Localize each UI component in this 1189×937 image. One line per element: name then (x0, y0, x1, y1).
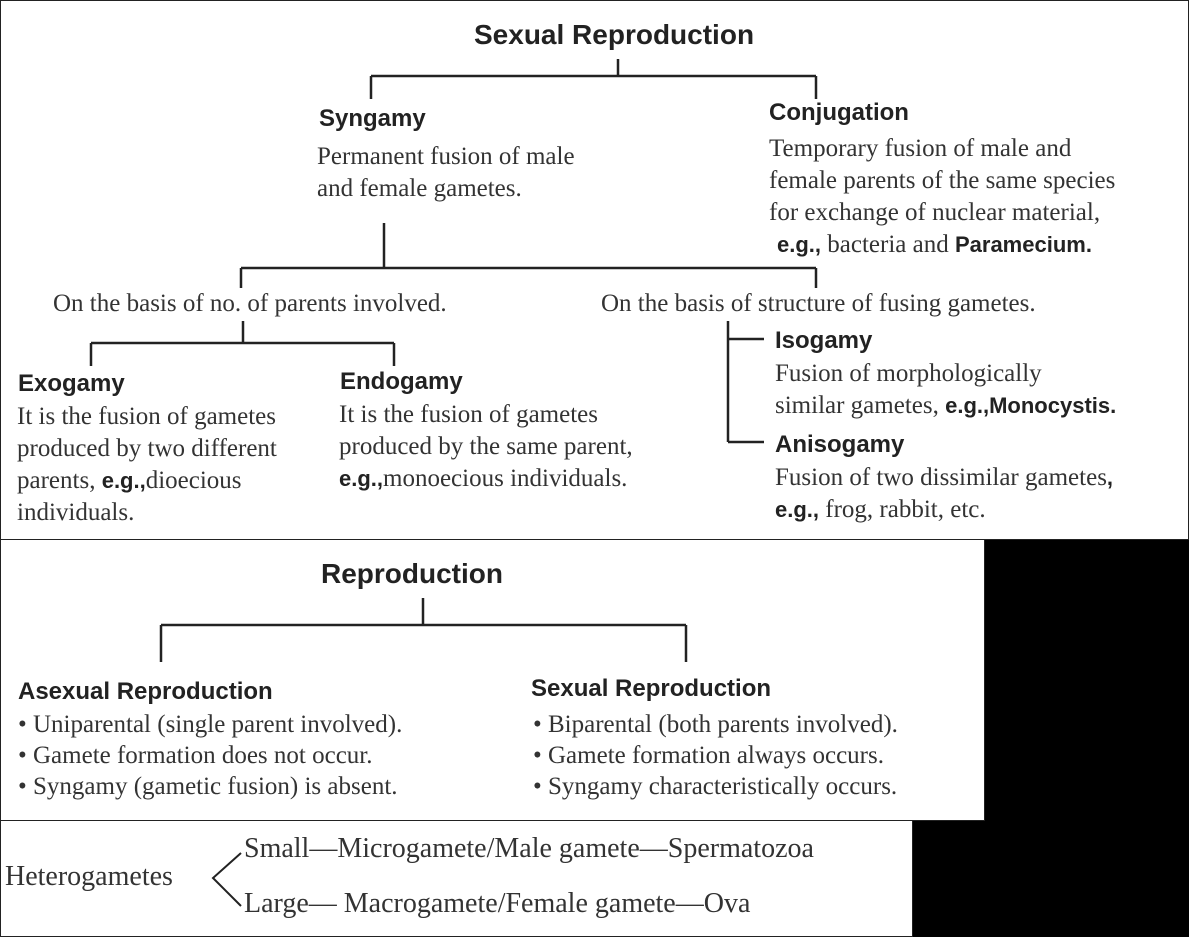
reproduction-panel: Reproduction Asexual Reproduction • Unip… (0, 539, 985, 821)
sexual-reproduction-heading: Sexual Reproduction (531, 675, 772, 702)
exogamy-desc-line3: parents, e.g.,dioecious (17, 465, 242, 497)
isogamy-desc-line1: Fusion of morphologically (775, 360, 1042, 387)
asexual-point-3: • Syngamy (gametic fusion) is absent. (18, 773, 398, 800)
exogamy-desc-line1: It is the fusion of gametes (17, 403, 276, 430)
eg-label: e.g., (101, 468, 146, 493)
endogamy-desc-line2: produced by the same parent, (339, 433, 633, 460)
eg-label: e.g., (775, 497, 820, 522)
heterogametes-large: Large— Macrogamete/Female gamete—Ova (244, 888, 751, 919)
anisogamy-comma: , (1106, 465, 1114, 490)
conjugation-desc-line2: female parents of the same species (769, 167, 1116, 194)
conjugation-example: e.g., bacteria and Paramecium. (777, 229, 1092, 261)
endogamy-desc-line3: e.g.,monoecious individuals. (339, 463, 627, 495)
heterogametes-panel: Heterogametes Small—Microgamete/Male gam… (0, 820, 913, 937)
conjugation-heading: Conjugation (769, 99, 909, 126)
anisogamy-desc-line1: Fusion of two dissimilar gametes, (775, 462, 1113, 494)
eg-label: e.g., (777, 232, 822, 257)
asexual-reproduction-heading: Asexual Reproduction (18, 678, 273, 705)
exogamy-heading: Exogamy (18, 370, 125, 397)
syngamy-desc-line1: Permanent fusion of male (317, 143, 575, 170)
basis-structure-label: On the basis of structure of fusing game… (601, 290, 1036, 317)
anisogamy-line1-text: Fusion of two dissimilar gametes (775, 464, 1107, 491)
endogamy-desc-line1: It is the fusion of gametes (339, 401, 598, 428)
heterogametes-label: Heterogametes (5, 861, 173, 892)
monocystis-example: e.g.,Monocystis. (945, 393, 1117, 418)
syngamy-heading: Syngamy (319, 105, 426, 132)
heterogametes-small: Small—Microgamete/Male gamete—Spermatozo… (244, 833, 814, 864)
asexual-point-2: • Gamete formation does not occur. (18, 742, 373, 769)
sexual-reproduction-title: Sexual Reproduction (474, 19, 755, 50)
heterogametes-brace (211, 852, 242, 907)
eg-label: e.g., (339, 466, 384, 491)
conjugation-example-text: bacteria and (821, 231, 955, 258)
endogamy-line3-post: monoecious individuals. (383, 465, 628, 492)
conjugation-desc-line3: for exchange of nuclear material, (769, 199, 1101, 226)
exogamy-line3-post: dioecious (145, 467, 242, 494)
sexual-reproduction-panel: Sexual Reproduction Syngamy Permanent fu… (0, 0, 1189, 540)
paramecium-label: Paramecium. (954, 232, 1092, 257)
anisogamy-heading: Anisogamy (775, 431, 905, 458)
isogamy-heading: Isogamy (775, 327, 873, 354)
endogamy-heading: Endogamy (340, 368, 463, 395)
anisogamy-line2-post: frog, rabbit, etc. (819, 496, 986, 523)
exogamy-line3-pre: parents, (17, 467, 102, 494)
sexual-reproduction-connectors (89, 59, 818, 444)
exogamy-desc-line2: produced by two different (17, 435, 277, 462)
sexual-point-3: • Syngamy characteristically occurs. (533, 773, 898, 800)
sexual-point-1: • Biparental (both parents involved). (533, 711, 898, 738)
basis-parents-label: On the basis of no. of parents involved. (53, 290, 447, 317)
reproduction-connectors (159, 598, 688, 662)
sexual-point-2: • Gamete formation always occurs. (533, 742, 884, 769)
conjugation-desc-line1: Temporary fusion of male and (769, 135, 1072, 162)
exogamy-desc-line4: individuals. (17, 499, 135, 526)
reproduction-title: Reproduction (321, 558, 503, 589)
syngamy-desc-line2: and female gametes. (317, 175, 522, 202)
anisogamy-desc-line2: e.g., frog, rabbit, etc. (775, 494, 986, 526)
isogamy-line2-pre: similar gametes, (775, 392, 946, 419)
isogamy-desc-line2: similar gametes, e.g.,Monocystis. (775, 390, 1116, 422)
asexual-point-1: • Uniparental (single parent involved). (18, 711, 403, 738)
